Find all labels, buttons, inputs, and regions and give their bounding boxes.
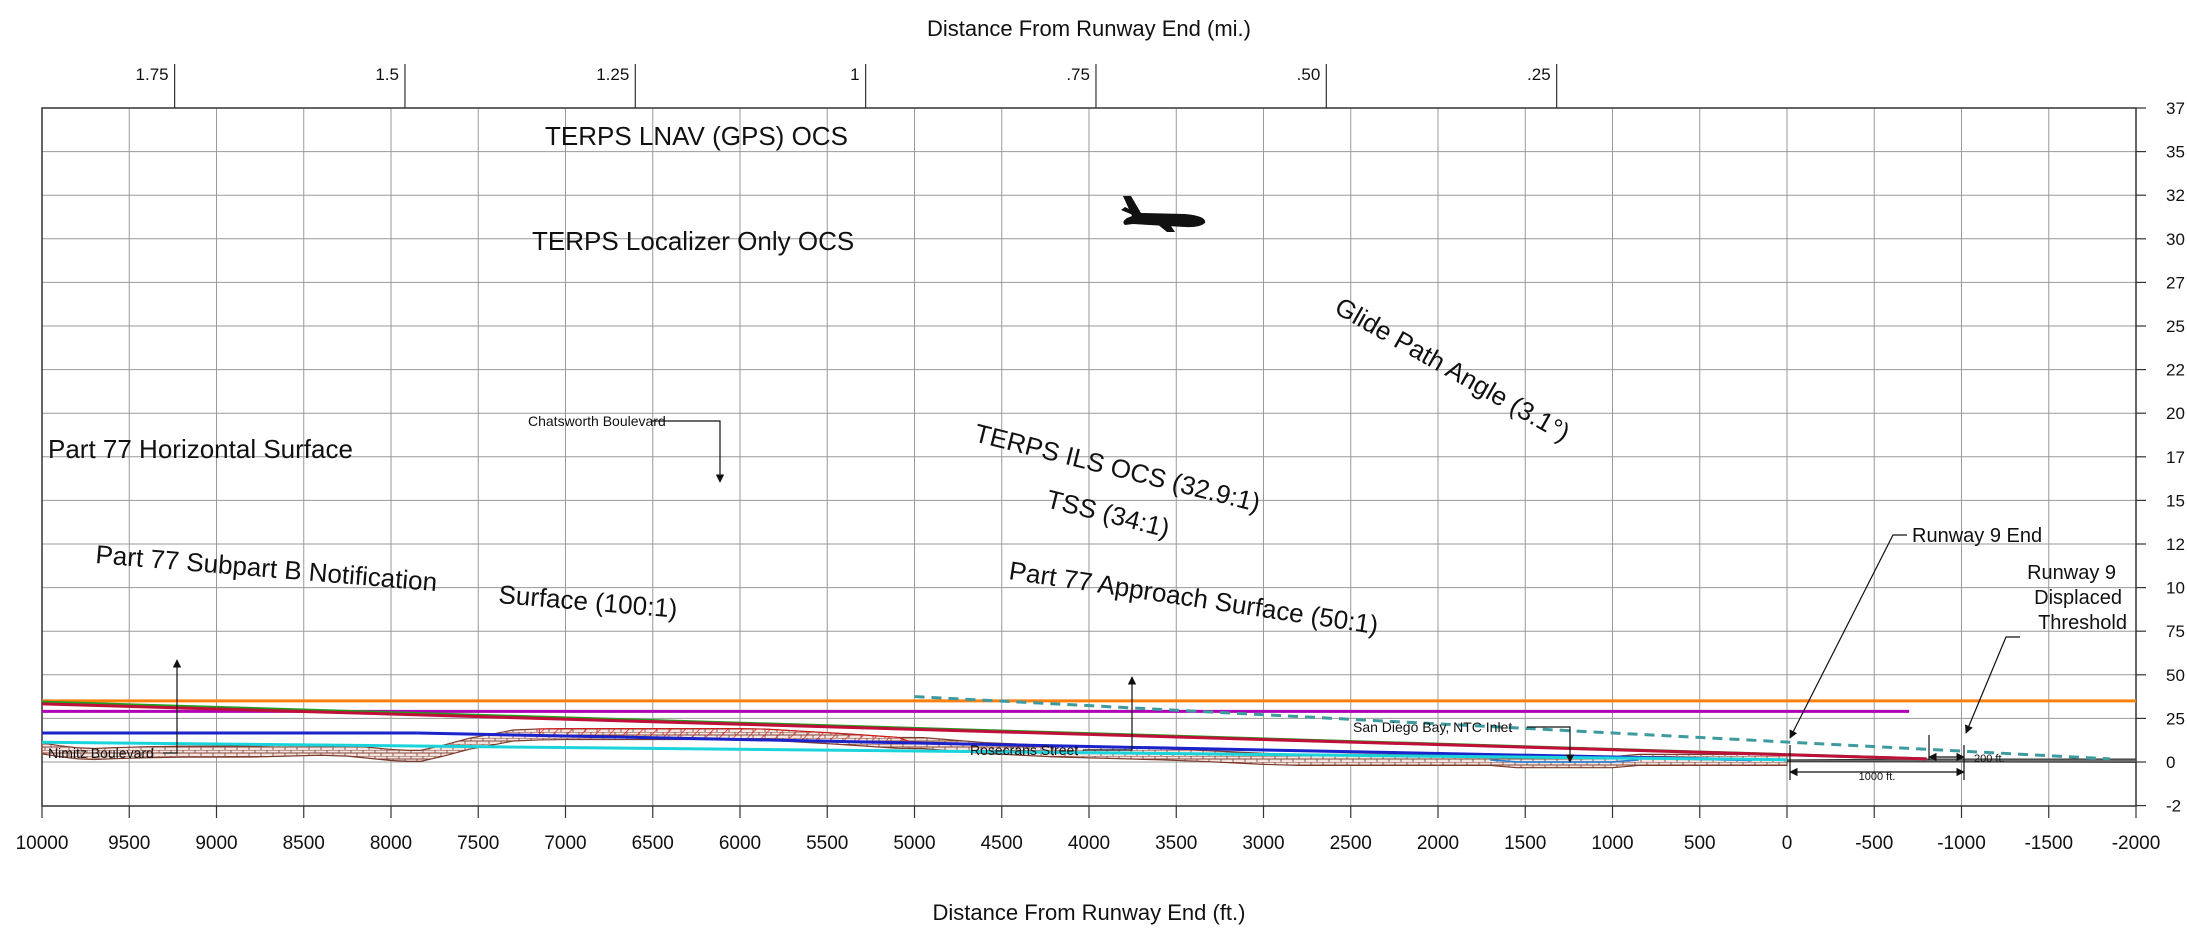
runway-end-leader (1789, 534, 1907, 739)
chatsworth-leader (652, 420, 725, 483)
terrain-band (41, 727, 1788, 769)
y-tick-label: 35 (2166, 143, 2185, 162)
x-tick-label: 500 (1684, 833, 1716, 854)
tss-label: TSS (34:1) (1044, 484, 1173, 544)
y-tick-label: 25 (2166, 709, 2185, 728)
x-tick-label: 5500 (806, 833, 848, 854)
top-axis-title: Distance From Runway End (mi.) (927, 16, 1251, 41)
x-tick-label: -500 (1855, 833, 1893, 854)
lnav-label: TERPS LNAV (GPS) OCS (545, 121, 848, 151)
displaced-label-2: Displaced (2034, 587, 2122, 609)
approach-label: Part 77 Approach Surface (50:1) (1007, 555, 1380, 640)
mile-tick-label: 1.75 (136, 65, 169, 84)
tss-line (41, 702, 1927, 761)
callout-labels: Chatsworth Boulevard Nimitz Boulevard Ro… (48, 413, 2127, 783)
dim-200-label: 200 ft. (1974, 753, 2005, 765)
mile-tick-label: 1.5 (375, 65, 399, 84)
plot-frame (41, 107, 2137, 807)
x-tick-label: 4000 (1068, 833, 1110, 854)
mile-tick-label: .75 (1066, 65, 1090, 84)
y-tick-label: 37 (2166, 99, 2185, 118)
x-tick-label: 0 (1782, 833, 1793, 854)
y-tick-label: 20 (2166, 404, 2185, 423)
dim-1000-label: 1000 ft. (1859, 771, 1896, 783)
x-tick-label: 3000 (1242, 833, 1284, 854)
subpartb-label-2: Surface (100:1) (498, 579, 679, 624)
terrain-profile (41, 727, 1788, 769)
y-tick-label: 15 (2166, 491, 2185, 510)
airplane-icon (1121, 196, 1206, 232)
x-tick-label: 5000 (893, 833, 935, 854)
y-tick-label: 0 (2166, 753, 2175, 772)
bottom-axis-title: Distance From Runway End (ft.) (933, 900, 1246, 925)
mile-tick-label: .50 (1297, 65, 1321, 84)
x-tick-label: -1500 (2024, 833, 2073, 854)
x-tick-label: 8500 (283, 833, 325, 854)
x-tick-label: -2000 (2112, 833, 2161, 854)
horizontal-label: Part 77 Horizontal Surface (48, 434, 353, 464)
displaced-label-3: Threshold (2038, 612, 2127, 634)
x-tick-label: 8000 (370, 833, 412, 854)
x-tick-label: 10000 (16, 833, 69, 854)
x-tick-label: 1500 (1504, 833, 1546, 854)
localizer-label: TERPS Localizer Only OCS (532, 226, 854, 256)
y-tick-label: 32 (2166, 186, 2185, 205)
mile-tick-label: .25 (1527, 65, 1551, 84)
rosecrans-leader (1083, 676, 1137, 751)
surface-labels: TERPS LNAV (GPS) OCS TERPS Localizer Onl… (48, 121, 1575, 640)
rosecrans-label: Rosecrans Street (970, 742, 1078, 758)
x-tick-label: 1000 (1591, 833, 1633, 854)
mile-tick-label: 1 (850, 65, 859, 84)
surfaces (41, 695, 2136, 762)
x-tick-label: 9000 (195, 833, 237, 854)
x-tick-label: 9500 (108, 833, 150, 854)
subpartb-label-1: Part 77 Subpart B Notification (95, 539, 439, 597)
y-tick-label: 25 (2166, 317, 2185, 336)
glide-path-line (914, 695, 2110, 761)
y-tick-label: 22 (2166, 361, 2185, 380)
x-tick-label: -1000 (1937, 833, 1986, 854)
y-tick-label: 27 (2166, 273, 2185, 292)
y-tick-label: 30 (2166, 230, 2185, 249)
part77-approach-line (417, 731, 1753, 762)
runway-surface (1786, 758, 2137, 763)
x-tick-label: 3500 (1155, 833, 1197, 854)
y-tick-label: 75 (2166, 622, 2185, 641)
elevation-axis: 37 35 32 30 27 25 22 20 17 15 12 10 75 50 25 0 -2 (2136, 99, 2185, 816)
y-tick-label: 50 (2166, 666, 2185, 685)
mile-tick-label: 1.25 (596, 65, 629, 84)
y-tick-label: 17 (2166, 448, 2185, 467)
y-tick-label: 10 (2166, 579, 2185, 598)
y-tick-label: 12 (2166, 535, 2185, 554)
sandiego-leader (1527, 726, 1575, 763)
x-tick-label: 7000 (544, 833, 586, 854)
y-tick-label: -2 (2166, 797, 2181, 816)
part77-subpartb-line (41, 740, 1788, 762)
runway (1786, 758, 2137, 763)
penetration-hatch (538, 728, 915, 744)
chatsworth-label: Chatsworth Boulevard (528, 413, 666, 429)
x-tick-label: 2000 (1417, 833, 1459, 854)
x-tick-label: 7500 (457, 833, 499, 854)
nimitz-leader (163, 659, 182, 754)
callouts (163, 420, 2020, 780)
x-tick-label: 6000 (719, 833, 761, 854)
sandiego-label: San Diego Bay, NTC Inlet (1353, 719, 1512, 735)
displaced-threshold-leader (1965, 636, 2020, 734)
x-tick-label: 2500 (1330, 833, 1372, 854)
displaced-label-1: Runway 9 (2027, 562, 2116, 584)
runway-end-label: Runway 9 End (1912, 525, 2042, 547)
nimitz-label: Nimitz Boulevard (48, 745, 154, 761)
x-tick-label: 6500 (632, 833, 674, 854)
x-tick-label: 4500 (981, 833, 1023, 854)
san-diego-bay-water (1490, 759, 1639, 763)
